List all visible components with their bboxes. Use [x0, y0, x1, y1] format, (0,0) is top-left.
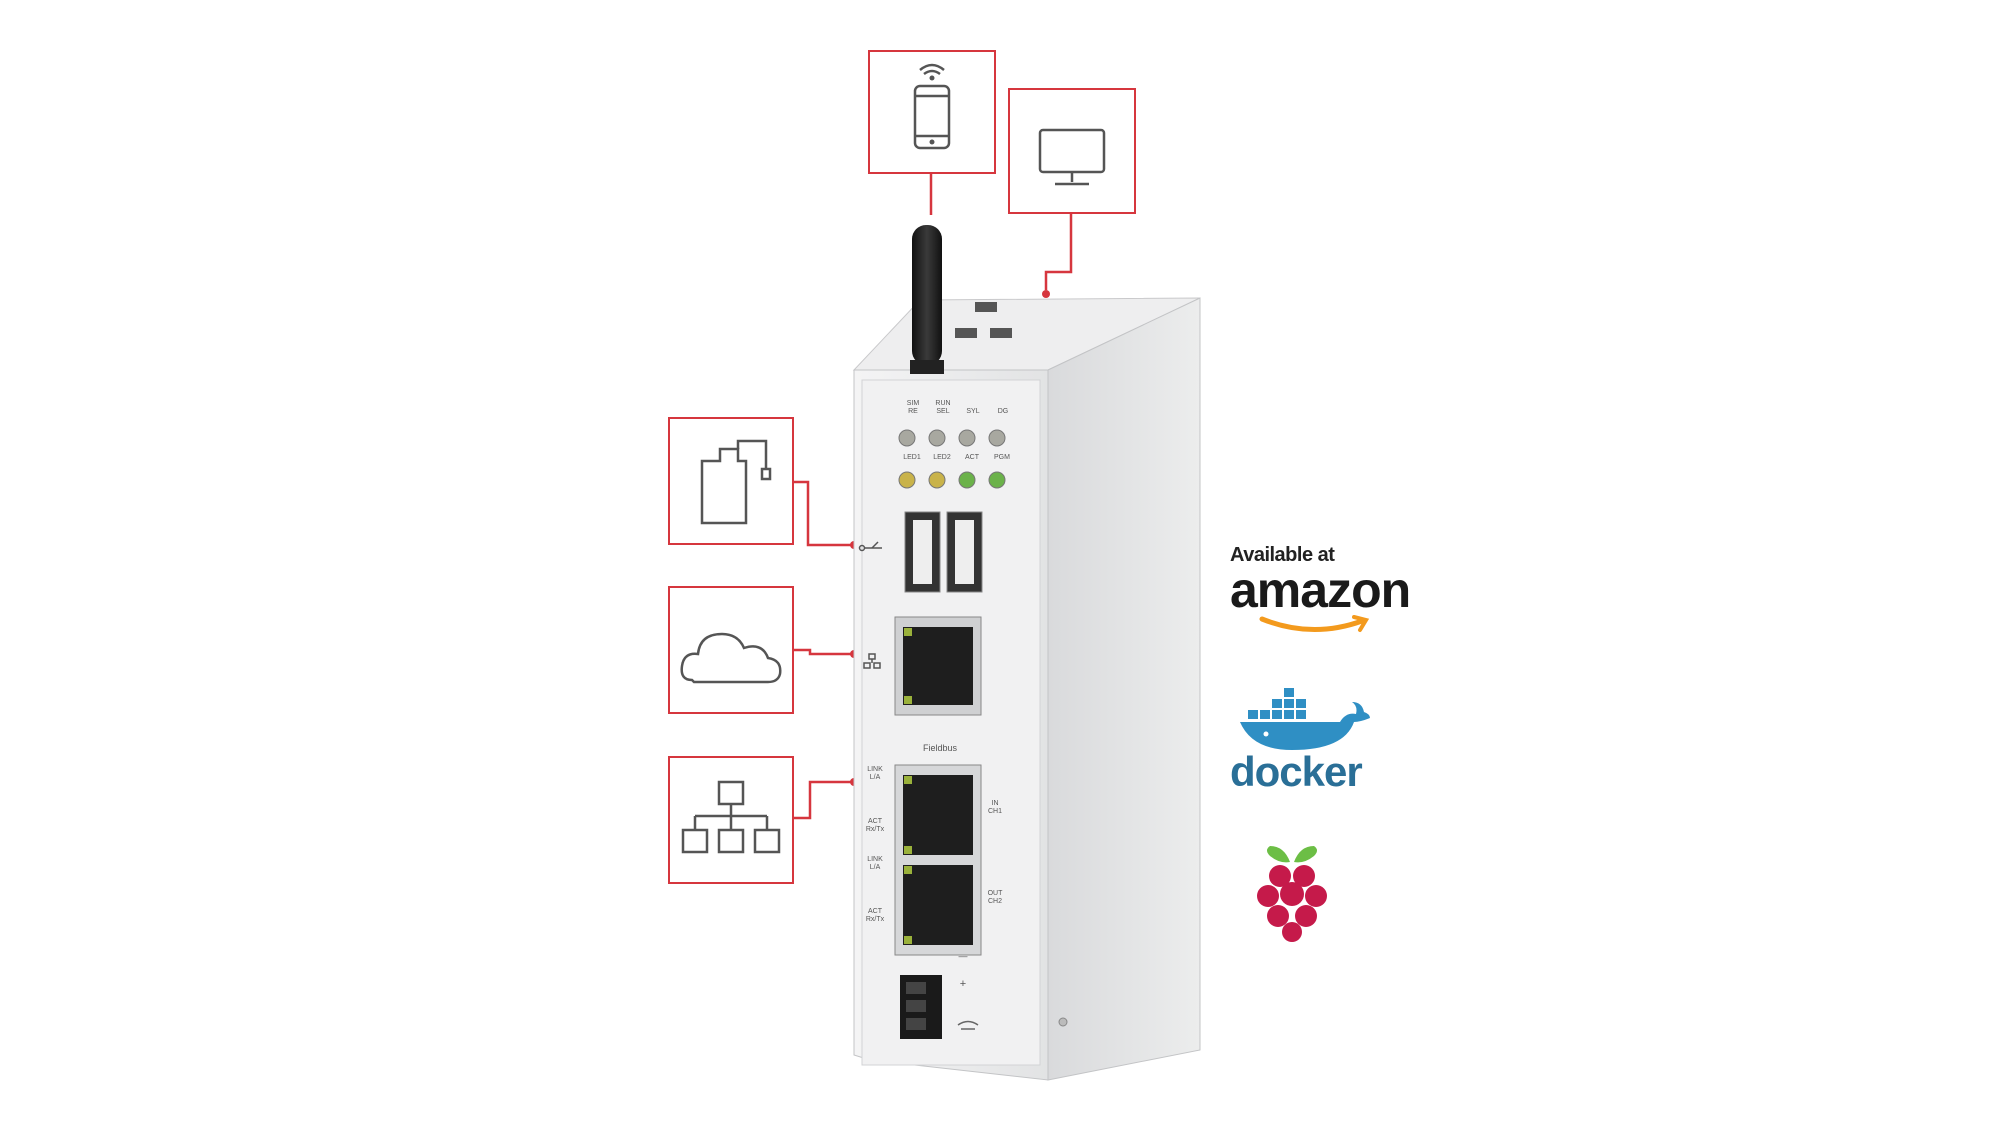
storage-callout	[668, 417, 794, 545]
cloud-icon	[680, 632, 782, 684]
network-hierarchy-icon	[681, 780, 781, 854]
docker-wordmark: docker	[1230, 748, 1363, 795]
led-label-7: ACT	[965, 454, 979, 461]
led-label-4: DG	[997, 408, 1009, 415]
amazon-available-text: Available at	[1230, 544, 1335, 566]
smartphone-wifi-icon	[913, 63, 951, 150]
usb-storage-icon	[700, 439, 772, 525]
raspberry-pi-logo	[1257, 846, 1327, 942]
port-label-1: LINK L/A	[867, 766, 883, 781]
led-label-3: SYL	[966, 408, 980, 415]
port-label-4: ACT Rx/Tx	[865, 908, 885, 923]
network-callout	[668, 756, 794, 884]
docker-logo: docker	[1224, 688, 1374, 798]
port-label-2: ACT Rx/Tx	[865, 818, 885, 833]
led-label-1: SIM RE	[906, 400, 920, 415]
monitor-icon	[1038, 128, 1106, 186]
docker-whale-icon	[1240, 688, 1370, 750]
led-label-6: LED2	[933, 454, 951, 461]
amazon-wordmark: amazon	[1230, 562, 1411, 618]
amazon-smile-icon	[1259, 615, 1370, 633]
amazon-logo: Available at amazon	[1230, 544, 1430, 642]
led-label-2: RUN SEL	[935, 400, 951, 415]
mobile-callout	[868, 50, 996, 174]
power-label-plus: +	[959, 978, 967, 990]
led-label-5: LED1	[903, 454, 921, 461]
port-label-in: IN CH1	[987, 800, 1002, 815]
power-label-minus: —	[958, 951, 968, 961]
led-label-8: PGM	[994, 454, 1010, 461]
fieldbus-label: Fieldbus	[922, 743, 958, 753]
cloud-callout	[668, 586, 794, 714]
port-label-3: LINK L/A	[867, 856, 883, 871]
port-label-out: OUT CH2	[987, 890, 1003, 905]
desktop-callout	[1008, 88, 1136, 214]
gateway-device	[852, 225, 1201, 1081]
